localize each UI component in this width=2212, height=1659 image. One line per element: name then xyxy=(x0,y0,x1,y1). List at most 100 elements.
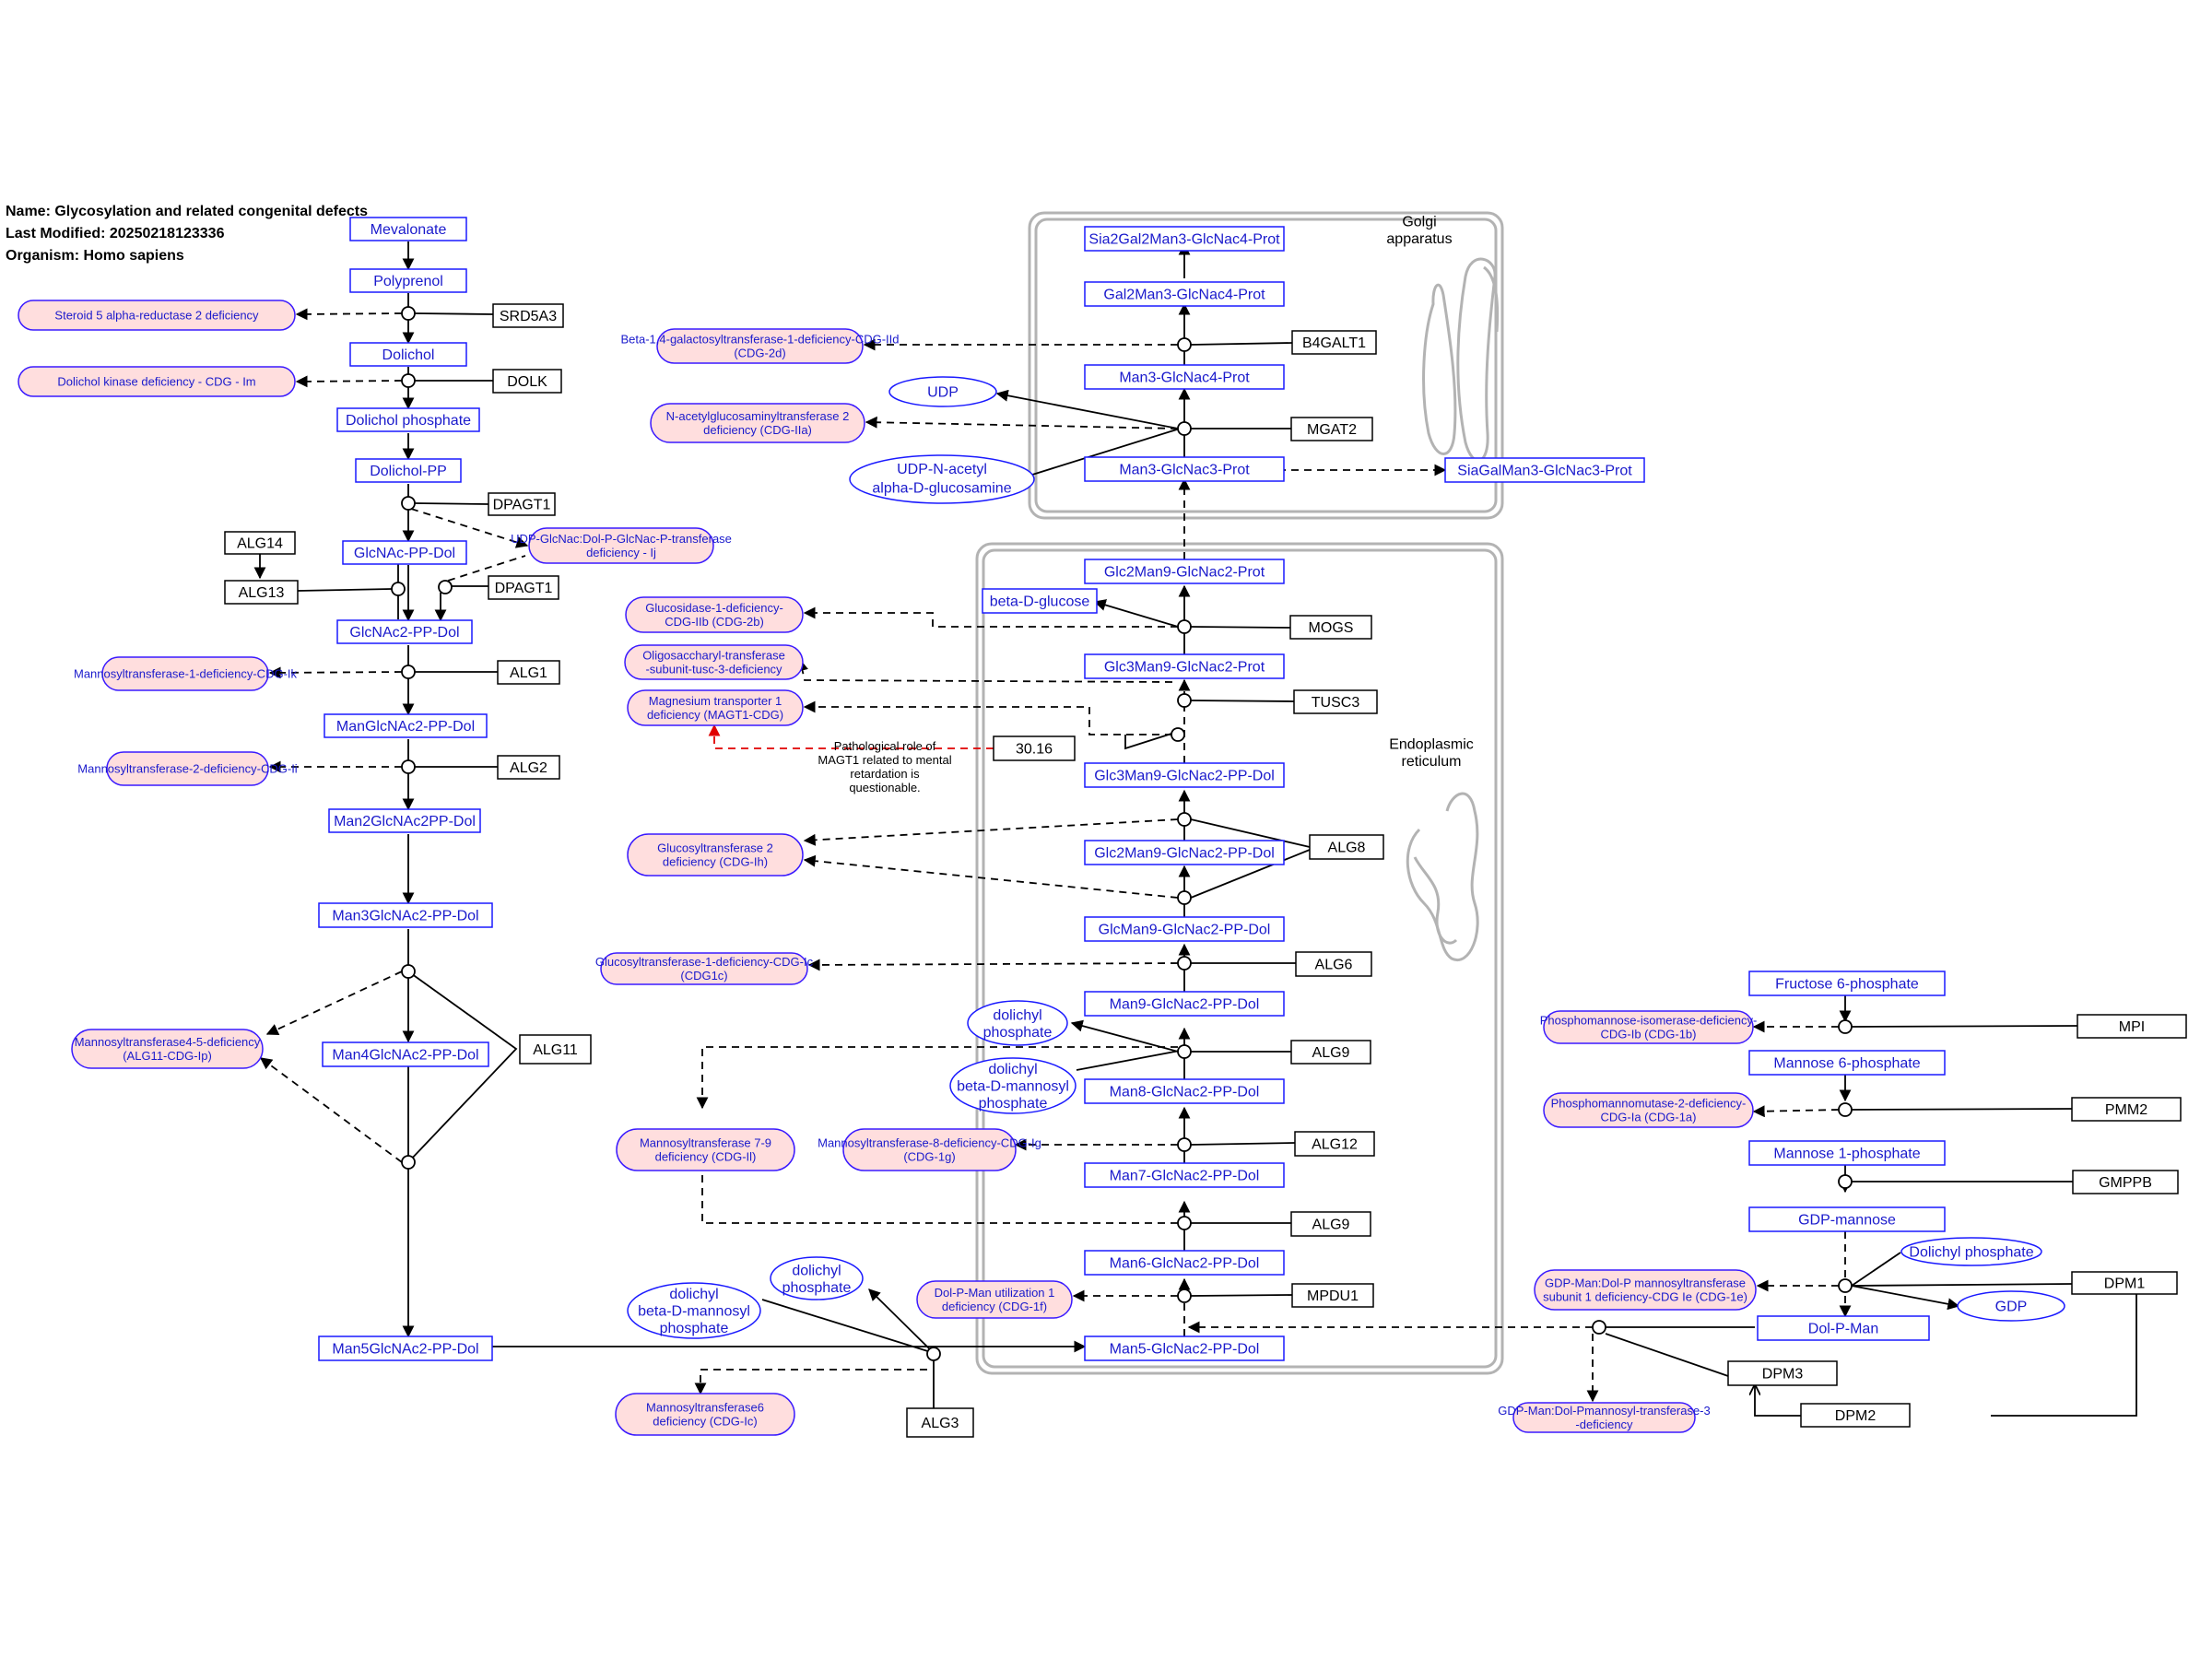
metabolite-dolichol[interactable] xyxy=(349,342,467,367)
disease-ost-tusc3[interactable] xyxy=(624,644,804,680)
disease-mannosyltransferase-8[interactable] xyxy=(842,1128,1017,1171)
gene-pmm2[interactable] xyxy=(2071,1097,2182,1122)
gene-alg6[interactable] xyxy=(1295,951,1372,977)
gene-dolk[interactable] xyxy=(492,369,562,394)
metabolite-man9-glcnac2-pp-dol[interactable] xyxy=(1084,991,1285,1017)
disease-mannosyltransferase-7-9[interactable] xyxy=(616,1128,795,1171)
metabolite-mannose-1-phosphate[interactable] xyxy=(1748,1140,1946,1166)
disease-n-acetylglucosaminyltransferase[interactable] xyxy=(650,403,865,443)
disease-dol-p-man-utilization[interactable] xyxy=(916,1280,1073,1319)
gene-b4galt1[interactable] xyxy=(1291,330,1377,355)
metabolite-glcnac-pp-dol[interactable] xyxy=(342,540,467,565)
dolichyl-phosphate-ellipse-bottom[interactable] xyxy=(770,1256,864,1300)
dolichyl-phosphate-ellipse-er[interactable] xyxy=(967,1000,1068,1046)
metabolite-polyprenol[interactable] xyxy=(349,268,467,293)
gene-mogs[interactable] xyxy=(1289,615,1372,640)
metabolite-siagalman3-glcnac3-prot[interactable] xyxy=(1444,457,1645,483)
gene-alg8[interactable] xyxy=(1309,834,1384,860)
metabolite-man3-glcnac3-prot[interactable] xyxy=(1084,456,1285,482)
gene-alg9-lower-label: ALG9 xyxy=(1312,1218,1350,1233)
disease-mannosyltransferase-4-5[interactable] xyxy=(71,1029,264,1069)
metabolite-dolichol-pp[interactable] xyxy=(355,458,462,483)
metabolite-man2glcnac2pp-dol[interactable] xyxy=(328,808,481,833)
metabolite-man7-glcnac2-pp-dol-label: Man7-GlcNac2-PP-Dol xyxy=(1110,1169,1260,1184)
metabolite-glc3man9-glcnac2-prot[interactable] xyxy=(1084,653,1285,679)
metabolite-gdp-mannose[interactable] xyxy=(1748,1206,1946,1232)
metabolite-glc2man9-glcnac2-pp-dol[interactable] xyxy=(1084,840,1285,865)
metabolite-man8-glcnac2-pp-dol[interactable] xyxy=(1084,1078,1285,1104)
gene-alg12[interactable] xyxy=(1294,1131,1375,1157)
gene-alg1[interactable] xyxy=(497,660,560,685)
udp-n-acetyl-ellipse[interactable] xyxy=(849,454,1035,504)
gdp-ellipse[interactable] xyxy=(1957,1290,2065,1322)
disease-glucosyltransferase-1[interactable] xyxy=(600,952,808,985)
metabolite-man6-glcnac2-pp-dol[interactable] xyxy=(1084,1250,1285,1276)
gene-alg9-upper[interactable] xyxy=(1290,1040,1371,1065)
metabolite-man4glcnac2-pp-dol[interactable] xyxy=(322,1041,489,1067)
dolichyl-mannosyl-phosphate-ellipse-er[interactable] xyxy=(949,1057,1077,1114)
metabolite-man3-glcnac4-prot[interactable] xyxy=(1084,364,1285,390)
gene-mpi[interactable] xyxy=(2077,1014,2187,1039)
dolichyl-mannosyl-phosphate-ellipse-bottom[interactable] xyxy=(627,1282,761,1339)
metabolite-man5-glcnac2-pp-dol[interactable] xyxy=(1084,1335,1285,1361)
metabolite-fructose-6-phosphate[interactable] xyxy=(1748,971,1946,996)
gene-dpagt1-top[interactable] xyxy=(488,492,556,516)
dolichyl-phosphate-ellipse-right[interactable] xyxy=(1900,1237,2042,1266)
disease-steroid-5-alpha-reductase[interactable] xyxy=(18,300,296,331)
metabolite-beta-d-glucose[interactable] xyxy=(982,588,1098,614)
gene-30-16[interactable] xyxy=(993,735,1076,761)
metabolite-man5glcnac2-pp-dol[interactable] xyxy=(318,1335,493,1361)
gene-dpm1[interactable] xyxy=(2071,1271,2178,1295)
metabolite-glcnac2-pp-dol-label: GlcNAc2-PP-Dol xyxy=(349,625,459,641)
gene-dpm2[interactable] xyxy=(1800,1403,1911,1428)
gene-alg11[interactable] xyxy=(519,1034,592,1065)
metabolite-glc2man9-glcnac2-pp-dol-label: Glc2Man9-GlcNac2-PP-Dol xyxy=(1094,846,1275,862)
gene-dpagt1-bottom[interactable] xyxy=(488,575,559,600)
metabolite-glc3man9-glcnac2-pp-dol[interactable] xyxy=(1084,762,1285,788)
metabolite-mannose-6-phosphate[interactable] xyxy=(1748,1050,1946,1076)
metabolite-man3glcnac2-pp-dol[interactable] xyxy=(318,902,493,928)
metabolite-mevalonate[interactable] xyxy=(349,217,467,241)
dolichyl-phosphate-ellipse-right-label: Dolichyl phosphate xyxy=(1909,1245,2033,1261)
disease-gdp-man-dol-p-mannosyltransferase-3[interactable] xyxy=(1512,1402,1696,1433)
gene-alg2[interactable] xyxy=(497,755,560,780)
gene-gmppb[interactable] xyxy=(2072,1170,2179,1194)
disease-phosphomannose-isomerase[interactable] xyxy=(1543,1010,1754,1044)
metabolite-gal2man3-glcnac4-prot[interactable] xyxy=(1084,281,1285,307)
disease-beta-galactosyltransferase[interactable] xyxy=(656,328,864,364)
metabolite-manglcnac2-pp-dol-label: ManGlcNAc2-PP-Dol xyxy=(336,719,475,735)
metabolite-dolichol-phosphate[interactable] xyxy=(336,407,480,432)
disease-mannosyltransferase-1[interactable] xyxy=(101,656,269,691)
metabolite-glcnac2-pp-dol[interactable] xyxy=(336,619,473,644)
disease-gdp-man-dol-p-mannosyltransferase-1[interactable] xyxy=(1534,1269,1757,1311)
gene-dpm3[interactable] xyxy=(1727,1360,1838,1386)
dpm1-anchor xyxy=(1838,1278,1853,1293)
udp-ellipse[interactable] xyxy=(888,376,997,407)
metabolite-manglcnac2-pp-dol[interactable] xyxy=(324,713,488,738)
metabolite-dol-p-man[interactable] xyxy=(1757,1315,1930,1341)
disease-dolichol-kinase[interactable] xyxy=(18,366,296,397)
gene-alg9-lower[interactable] xyxy=(1290,1211,1371,1237)
disease-glucosyltransferase-2[interactable] xyxy=(627,833,804,877)
disease-phosphomannomutase-2[interactable] xyxy=(1543,1092,1754,1128)
metabolite-man7-glcnac2-pp-dol[interactable] xyxy=(1084,1162,1285,1188)
disease-magt1[interactable] xyxy=(627,689,804,726)
metabolite-man5glcnac2-pp-dol-label: Man5GlcNAc2-PP-Dol xyxy=(332,1342,478,1358)
disease-glucosidase-1[interactable] xyxy=(625,596,804,633)
gene-mpdu1[interactable] xyxy=(1291,1283,1374,1308)
metabolite-sia2gal2man3-glcnac4-prot[interactable] xyxy=(1084,226,1285,252)
gene-alg13[interactable] xyxy=(224,580,299,605)
disease-mannosyltransferase-2[interactable] xyxy=(106,751,269,786)
edge-74 xyxy=(865,416,1179,429)
disease-mannosyltransferase-6[interactable] xyxy=(615,1393,795,1436)
gene-alg3[interactable] xyxy=(906,1407,974,1438)
gene-tusc3[interactable] xyxy=(1293,689,1378,714)
metabolite-glc2man9-glcnac2-prot[interactable] xyxy=(1084,559,1285,584)
gene-alg14[interactable] xyxy=(224,531,296,555)
metabolite-glcman9-glcnac2-pp-dol[interactable] xyxy=(1084,916,1285,942)
gene-mgat2[interactable] xyxy=(1290,417,1373,441)
disease-glucosyltransferase-1-label: Glucosyltransferase-1-deficiency-CDG-Ic(… xyxy=(595,955,814,982)
gene-srd5a3[interactable] xyxy=(492,303,564,328)
disease-udp-glcnac-transferase[interactable] xyxy=(528,527,714,564)
